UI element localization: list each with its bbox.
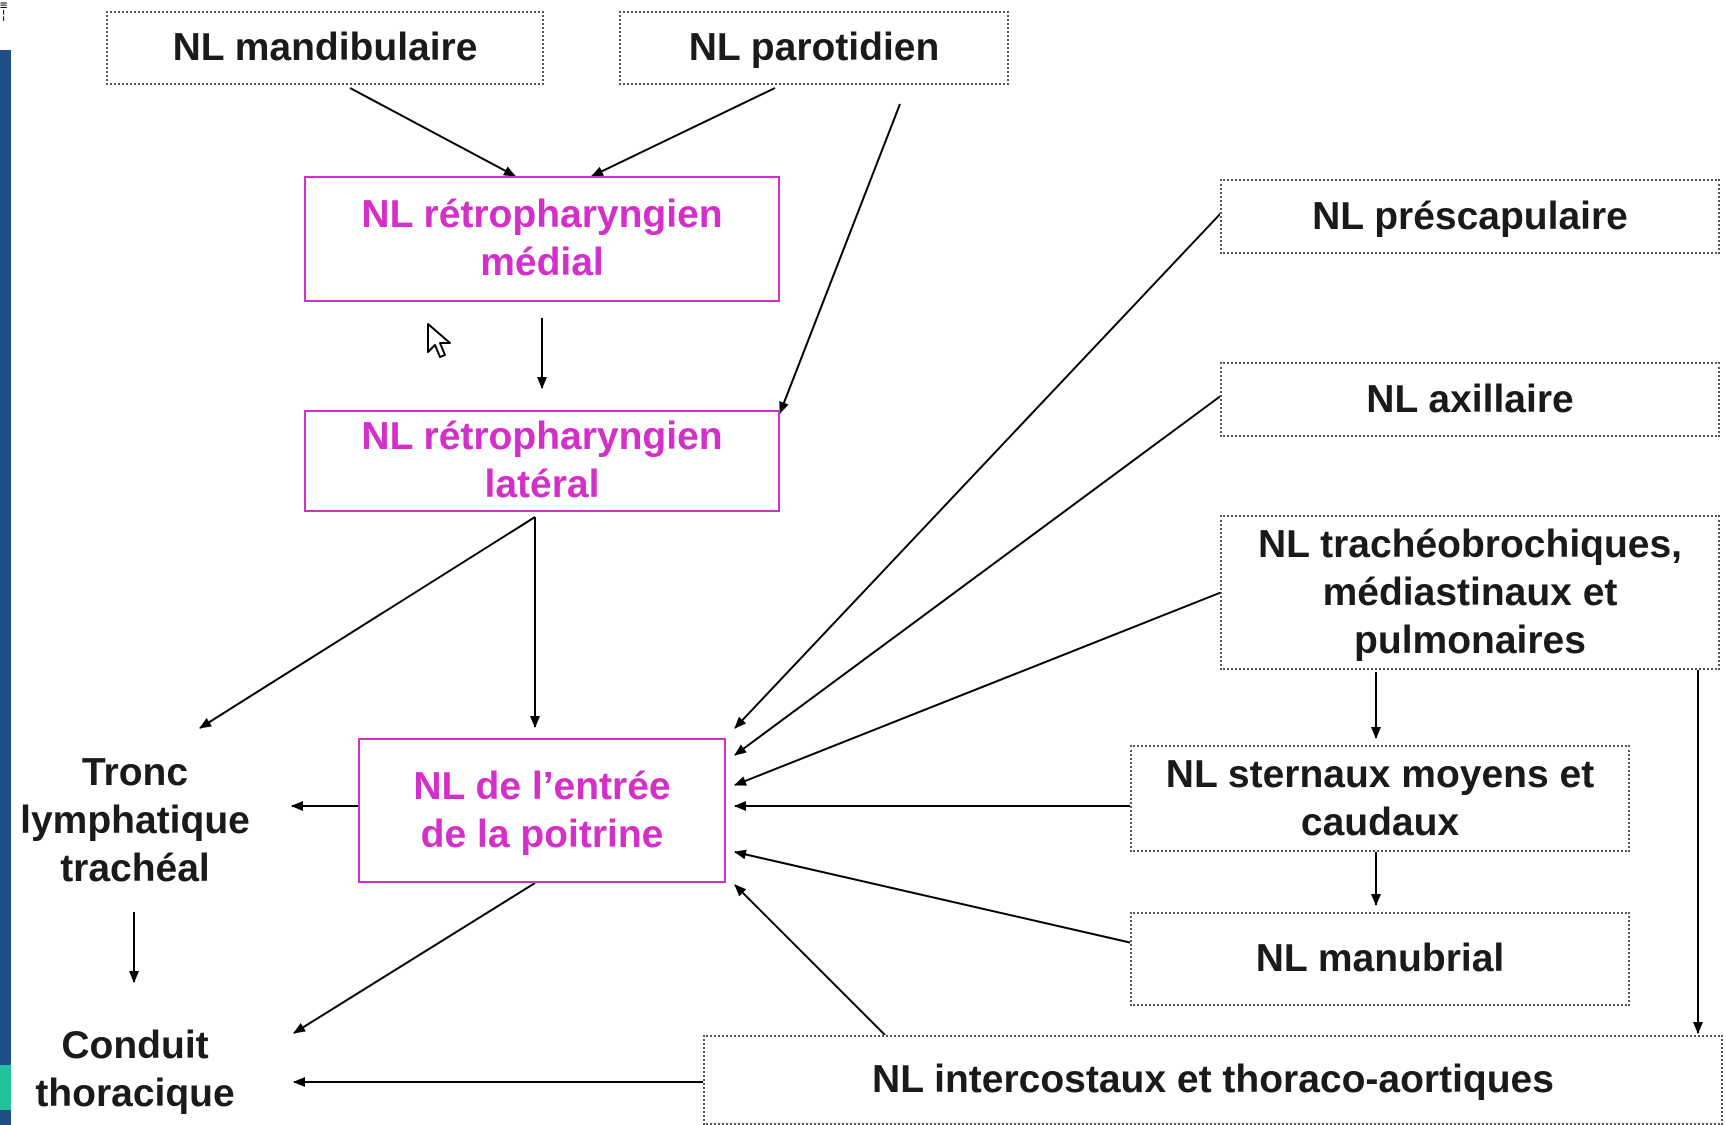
arrow-parotidien-to-retro-medial	[591, 87, 776, 177]
node-nl-parotidien: NL parotidien	[619, 11, 1009, 85]
arrow-tracheobronchiques-to-entree	[734, 591, 1223, 786]
node-nl-sternaux: NL sternaux moyens et caudaux	[1130, 745, 1630, 852]
corner-mark: ≡ ¦	[0, 0, 8, 22]
node-nl-entree-poitrine: NL de l’entrée de la poitrine	[358, 738, 726, 883]
node-tronc-lymphatique-tracheal: Tronc lymphatique trachéal	[20, 751, 250, 890]
node-nl-mandibulaire: NL mandibulaire	[106, 11, 544, 85]
node-nl-intercostaux: NL intercostaux et thoraco-aortiques	[703, 1035, 1723, 1125]
node-nl-retropharyngien-lateral: NL rétropharyngien latéral	[304, 410, 780, 512]
arrow-intercostaux-to-entree	[734, 884, 886, 1036]
node-nl-prescapulaire: NL préscapulaire	[1220, 179, 1720, 254]
arrow-mandibulaire-to-retro-medial	[349, 87, 516, 177]
node-nl-retropharyngien-medial: NL rétropharyngien médial	[304, 176, 780, 302]
arrow-entree-to-conduit	[293, 882, 536, 1034]
node-nl-manubrial: NL manubrial	[1130, 912, 1630, 1006]
arrow-manubrial-to-entree	[734, 849, 1133, 944]
arrow-retro-lateral-to-tronc	[199, 516, 536, 729]
node-nl-axillaire: NL axillaire	[1220, 362, 1720, 437]
arrow-axillaire-to-entree	[734, 394, 1223, 756]
mouse-pointer-icon	[427, 323, 451, 358]
arrow-parotidien-to-retro-lateral	[779, 103, 901, 414]
node-nl-tracheobronchiques: NL trachéobrochiques, médiastinaux et pu…	[1220, 515, 1720, 670]
arrow-prescapulaire-to-entree	[734, 211, 1223, 729]
node-conduit-thoracique: Conduit thoracique	[35, 1024, 235, 1115]
slide-edge-accent	[0, 1065, 11, 1110]
slide-edge-strip	[0, 50, 11, 1125]
